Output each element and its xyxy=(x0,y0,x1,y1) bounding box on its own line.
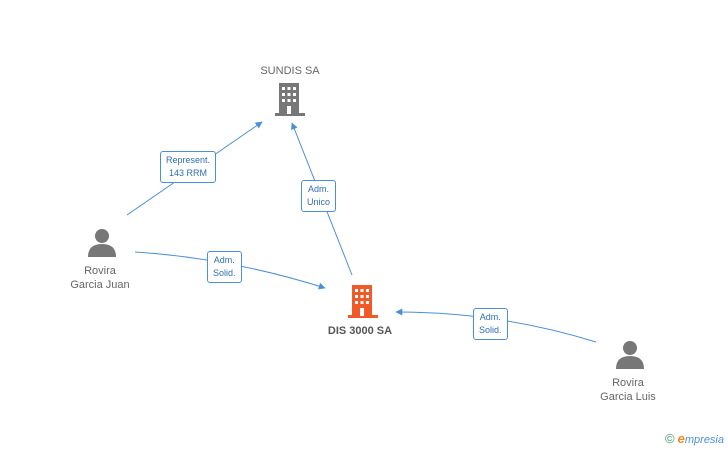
edge-label-line2: 143 RRM xyxy=(169,168,208,178)
building-icon xyxy=(275,83,305,116)
brand-logo: ©empresia xyxy=(665,431,724,446)
person-icon xyxy=(616,341,644,369)
edge-label-dis3000-sundis: Adm. Unico xyxy=(301,180,337,212)
edge-label-line2: Unico xyxy=(307,197,331,207)
node-juan[interactable]: Rovira Garcia Juan xyxy=(50,264,150,292)
edge-label-line1: Represent. xyxy=(166,155,211,165)
company-name: DIS 3000 SA xyxy=(327,325,393,337)
node-dis3000[interactable]: DIS 3000 SA xyxy=(300,324,420,338)
edge-label-line2: Solid. xyxy=(479,325,502,335)
person-name-line1: Rovira xyxy=(84,265,116,277)
person-icon xyxy=(88,229,116,257)
company-name: SUNDIS SA xyxy=(260,65,320,77)
edge-label-line1: Adm. xyxy=(308,184,330,194)
brand-name: mpresia xyxy=(684,434,724,446)
edge-label-line1: Adm. xyxy=(213,255,235,265)
building-icon xyxy=(348,285,378,318)
node-luis[interactable]: Rovira Garcia Luis xyxy=(578,376,678,404)
copyright-symbol: © xyxy=(665,431,675,446)
person-name-line1: Rovira xyxy=(612,377,644,389)
edge-label-line2: Solid. xyxy=(213,268,236,278)
edge-label-luis-dis3000: Adm. Solid. xyxy=(473,308,508,340)
edge-label-juan-sundis: Represent. 143 RRM xyxy=(160,151,217,183)
person-name-line2: Garcia Juan xyxy=(70,279,130,291)
edge-label-line1: Adm. xyxy=(479,312,501,322)
person-name-line2: Garcia Luis xyxy=(600,391,656,403)
brand-initial: e xyxy=(677,431,685,446)
edge-label-juan-dis3000: Adm. Solid. xyxy=(207,251,242,283)
node-sundis[interactable]: SUNDIS SA xyxy=(240,64,340,78)
